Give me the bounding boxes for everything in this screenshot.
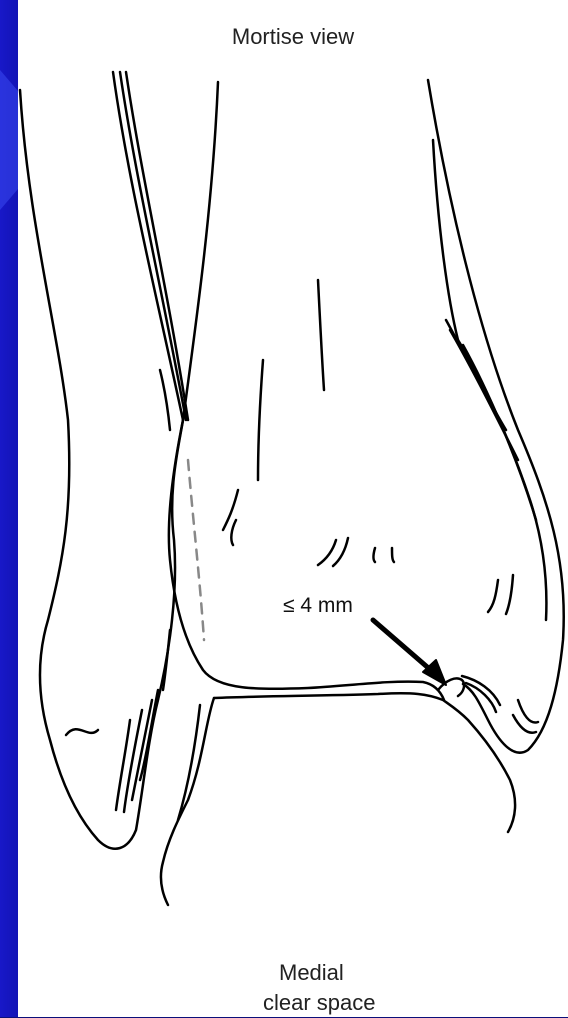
- figure-panel: Mortise view: [18, 0, 568, 1017]
- talus-bone: [161, 693, 515, 905]
- fibula-bone: [20, 72, 188, 849]
- tibia-bone: [169, 80, 564, 753]
- ankle-mortise-diagram: [18, 0, 568, 1017]
- medial-clear-space-detail: [438, 676, 500, 712]
- caption-line-1: Medial: [263, 958, 376, 988]
- measurement-arrow: [373, 620, 446, 685]
- measurement-label: ≤ 4 mm: [283, 594, 353, 618]
- caption-line-2: clear space: [263, 988, 376, 1018]
- syndesmosis-dashed-line: [188, 460, 204, 640]
- figure-caption: Medial clear space: [263, 958, 376, 1018]
